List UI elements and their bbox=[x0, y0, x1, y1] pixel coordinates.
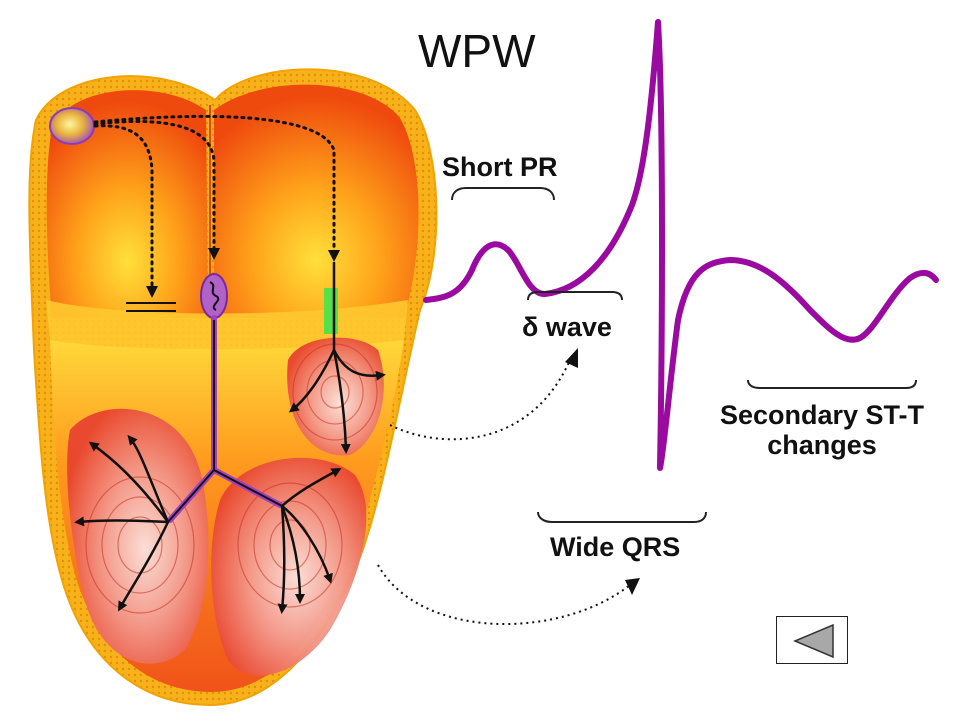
ventricle-arrows bbox=[74, 349, 386, 614]
st-t-bracket bbox=[747, 379, 917, 389]
wide-qrs-bracket bbox=[537, 511, 707, 523]
secondary-st-t-line1: Secondary ST-T bbox=[719, 400, 925, 430]
activation-zone-accessory bbox=[287, 337, 384, 456]
triangle-left-icon bbox=[793, 623, 834, 659]
arrow-to-delta-wave bbox=[389, 359, 571, 441]
page-title: WPW bbox=[418, 25, 536, 77]
sinus-node bbox=[49, 107, 95, 145]
accessory-pathway bbox=[324, 288, 338, 334]
activation-zone-right bbox=[211, 457, 367, 676]
interval-brackets bbox=[451, 187, 917, 523]
activation-zone-left bbox=[67, 408, 209, 664]
back-button[interactable] bbox=[776, 616, 848, 664]
ecg-trace bbox=[423, 19, 939, 471]
bundle-center-line bbox=[167, 320, 283, 523]
av-groove bbox=[46, 300, 408, 349]
arrow-to-wide-qrs bbox=[377, 564, 631, 625]
short-pr-label: Short PR bbox=[442, 152, 558, 182]
delta-wave-bracket bbox=[527, 291, 623, 301]
wide-qrs-label: Wide QRS bbox=[550, 532, 681, 562]
activation-rings bbox=[85, 343, 378, 614]
right-atrium bbox=[214, 84, 419, 318]
secondary-st-t-label: Secondary ST-T changes bbox=[712, 400, 932, 460]
atrial-conduction bbox=[93, 114, 336, 292]
short-pr-bracket bbox=[451, 187, 555, 201]
delta-wave-label: δ wave bbox=[522, 312, 612, 342]
left-atrium bbox=[46, 90, 208, 318]
secondary-st-t-line2: changes bbox=[767, 430, 877, 460]
av-node bbox=[200, 273, 228, 319]
